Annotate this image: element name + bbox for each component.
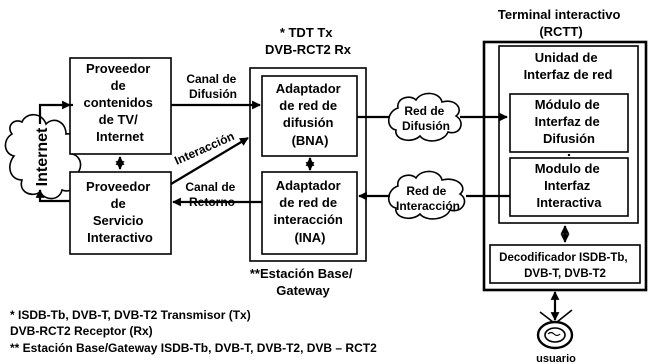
- proveedor-contenidos-box: Proveedor de contenidos de TV/ Internet: [69, 57, 172, 155]
- ina-label: Adaptador de red de interacción (INA): [274, 178, 347, 245]
- terminal-interactivo: Terminal interactivo (RCTT) Unidad de In…: [482, 7, 648, 292]
- proveedor-contenidos-label: Proveedor de contenidos de TV/ Internet: [84, 61, 157, 144]
- arrow-internet-contenidos: [38, 100, 71, 124]
- usuario-label: usuario: [536, 353, 576, 364]
- arrow-interaccion: [170, 137, 249, 185]
- arrow-servicio-internet: [35, 189, 70, 203]
- modulo-interactiva-label: Modulo de Interfaz Interactiva: [535, 161, 604, 210]
- footnotes: * ISDB-Tb, DVB-T, DVB-T2 Transmisor (Tx)…: [10, 308, 377, 355]
- estacion-base: * TDT Tx DVB-RCT2 Rx Adaptador de red de…: [249, 25, 367, 298]
- red-difusion-cloud: Red de Difusión: [387, 92, 462, 142]
- red-interaccion-label: Red de Interacción: [396, 184, 460, 213]
- internet-cloud: Internet: [4, 113, 82, 200]
- station-footer: **Estación Base/ Gateway: [250, 266, 356, 298]
- decodificador-label: Decodificador ISDB-Tb, DVB-T, DVB-T2: [499, 252, 631, 280]
- tv-icon: usuario: [536, 309, 576, 364]
- terminal-title: Terminal interactivo (RCTT): [498, 7, 624, 39]
- unidad-interfaz-label: Unidad de Interfaz de red: [524, 50, 613, 82]
- interaccion-label: Interacción: [172, 129, 236, 168]
- connectors: [35, 100, 571, 321]
- canal-difusion-label: Canal de Difusión: [186, 72, 239, 101]
- bna-label: Adaptador de red de difusión (BNA): [276, 81, 345, 148]
- red-interaccion-cloud: Red de Interacción: [387, 170, 466, 220]
- station-title: * TDT Tx DVB-RCT2 Rx: [265, 25, 352, 57]
- canal-retorno-label: Canal de Retorno: [185, 180, 238, 209]
- proveedor-servicio-label: Proveedor de Servicio Interactivo: [86, 179, 154, 245]
- modulo-difusion-label: Módulo de Interfaz de Difusión: [535, 97, 604, 146]
- proveedor-servicio-box: Proveedor de Servicio Interactivo: [69, 171, 172, 255]
- internet-label: Internet: [34, 127, 51, 186]
- red-difusion-label: Red de Difusión: [402, 104, 450, 133]
